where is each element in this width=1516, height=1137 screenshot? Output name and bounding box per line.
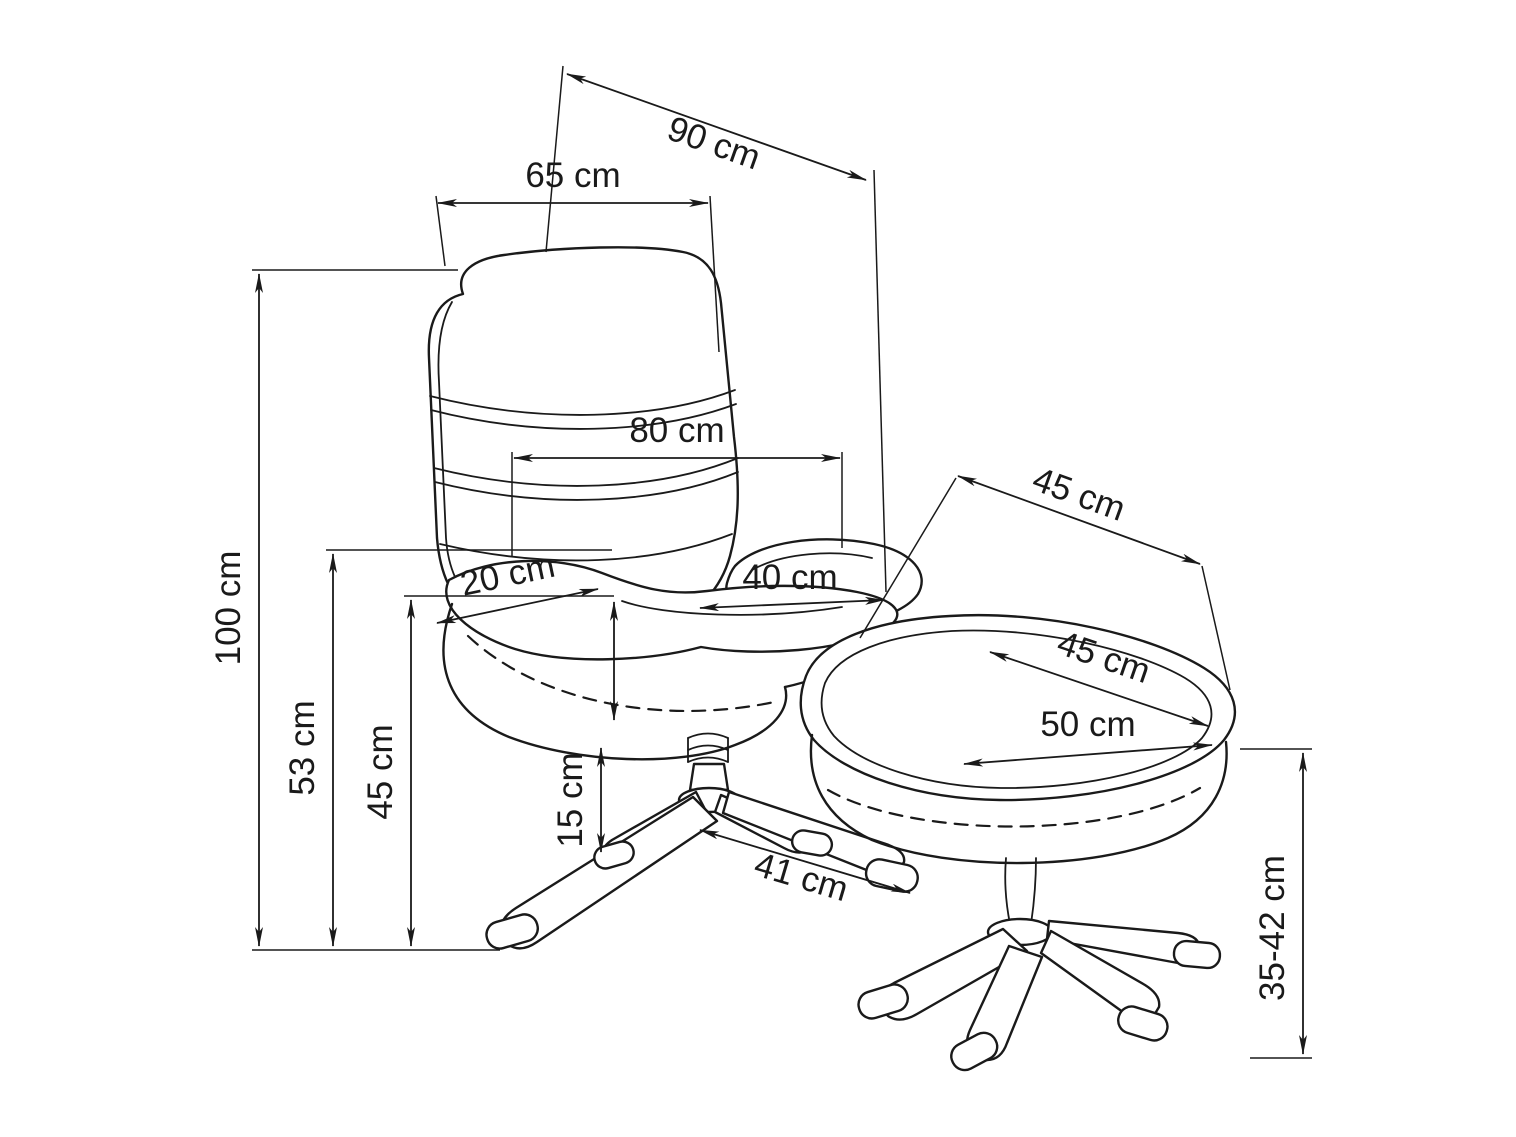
chair-seat-cushion: [445, 559, 899, 661]
ottoman-top-seam: [820, 629, 1213, 789]
dim-chair-width: 80 cm: [511, 411, 843, 556]
dim-seat-width: 40 cm: [699, 558, 885, 612]
ottoman-stitch-line: [826, 786, 1202, 828]
ottoman-skirt: [809, 733, 1228, 865]
chair-backrest-outline: [427, 246, 739, 642]
dim-chair-height: 100 cm: [209, 269, 500, 951]
dim-seat-height-rear-label: 53 cm: [283, 700, 322, 795]
dim-headrest-width: 65 cm: [435, 156, 720, 353]
dim-chair-height-label: 100 cm: [209, 551, 248, 666]
dim-headrest-width-label: 65 cm: [525, 156, 620, 195]
dim-chair-width-label: 80 cm: [629, 411, 724, 450]
dim-seat-height-rear: 53 cm: [283, 549, 612, 947]
ottoman-foot: [1117, 1005, 1169, 1042]
ottoman-foot: [1172, 939, 1222, 970]
ottoman-foot: [950, 1031, 999, 1072]
ottoman-star-base: [857, 919, 1222, 1072]
chair-foot: [864, 858, 919, 893]
chair-drawing: [427, 246, 923, 950]
dim-seat-height-front: 45 cm: [361, 595, 614, 947]
ottoman-foot: [857, 983, 909, 1020]
chair-back-seam: [433, 457, 739, 487]
chair-lower-shell: [442, 602, 788, 761]
dim-ottoman-height: 35-42 cm: [1240, 748, 1312, 1059]
chair-back-seam: [429, 389, 736, 416]
dim-seat-height-front-label: 45 cm: [361, 724, 400, 819]
dim-ottoman-depth-label: 45 cm: [1027, 460, 1130, 529]
dim-ottoman-width: 50 cm: [963, 705, 1213, 767]
chair-back-seam: [434, 471, 739, 501]
chair-star-base: [485, 790, 919, 950]
dim-base-column-label: 15 cm: [551, 752, 590, 847]
chair-foot: [485, 913, 539, 950]
dim-base-column: 15 cm: [551, 747, 605, 853]
dim-ottoman-height-label: 35-42 cm: [1253, 855, 1292, 1001]
chair-armrest-seam: [751, 552, 873, 571]
chair-stitch-line: [466, 634, 781, 713]
dim-ottoman-width-label: 50 cm: [1040, 705, 1135, 744]
dim-chair-depth-label: 90 cm: [662, 109, 765, 178]
dim-seat-width-label: 40 cm: [742, 558, 837, 597]
ottoman-top-outline: [799, 613, 1237, 802]
chair-back-seam: [439, 533, 733, 562]
chair-back-seam: [430, 403, 737, 430]
